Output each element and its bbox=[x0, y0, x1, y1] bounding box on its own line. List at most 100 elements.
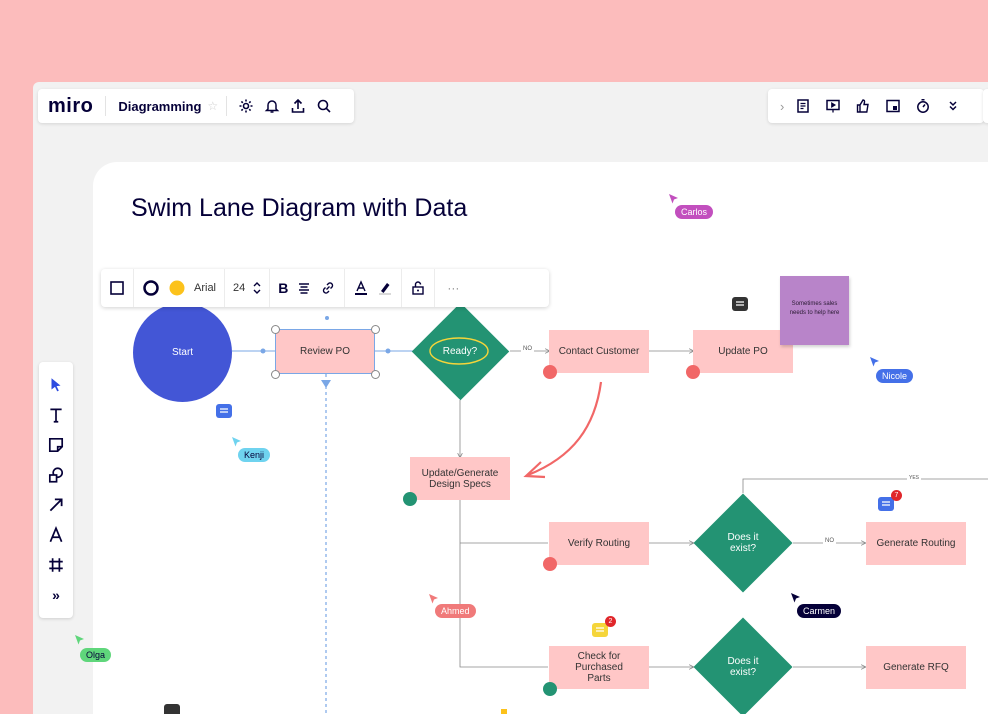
status-dot bbox=[686, 365, 700, 379]
align-icon[interactable] bbox=[296, 280, 312, 296]
style-group: Arial bbox=[134, 269, 226, 307]
partial-yellow-shape bbox=[501, 709, 507, 714]
comment-count-badge: 2 bbox=[605, 616, 616, 627]
miro-logo[interactable]: miro bbox=[38, 96, 107, 116]
edge-exist-yes bbox=[742, 478, 988, 493]
review-po-node[interactable]: Review PO bbox=[275, 329, 375, 374]
vote-icon[interactable] bbox=[850, 93, 876, 119]
square-shape-icon[interactable] bbox=[109, 280, 125, 296]
bold-button[interactable]: B bbox=[278, 280, 289, 296]
selection-handle[interactable] bbox=[271, 370, 280, 379]
star-icon[interactable]: ☆ bbox=[207, 99, 219, 113]
ready-label: Ready? bbox=[442, 345, 478, 357]
context-toolbar: Arial 24 B ··· bbox=[101, 269, 549, 307]
more-group: ··· bbox=[435, 269, 471, 307]
update-specs-node[interactable]: Update/Generate Design Specs bbox=[410, 457, 510, 500]
miro-app-window: miro Diagramming ☆ › bbox=[33, 82, 988, 714]
bell-icon[interactable] bbox=[259, 93, 285, 119]
status-dot bbox=[543, 682, 557, 696]
text-format-group: B bbox=[270, 269, 346, 307]
connectors-layer bbox=[232, 348, 988, 714]
status-dot bbox=[543, 365, 557, 379]
font-size-value[interactable]: 24 bbox=[233, 282, 246, 294]
collapse-chevron-icon[interactable]: › bbox=[780, 98, 785, 114]
generate-rfq-node[interactable]: Generate RFQ bbox=[866, 646, 966, 689]
generate-routing-node[interactable]: Generate Routing bbox=[866, 522, 966, 565]
comment-icon[interactable] bbox=[732, 297, 748, 311]
board-title[interactable]: Swim Lane Diagram with Data bbox=[131, 194, 468, 222]
update-po-node[interactable]: Update PO bbox=[693, 330, 793, 373]
arrow-tool-icon[interactable] bbox=[42, 490, 70, 520]
cursor-arrow-icon bbox=[429, 594, 438, 604]
verify-routing-node[interactable]: Verify Routing bbox=[549, 522, 649, 565]
notes-icon[interactable] bbox=[790, 93, 816, 119]
edge-start-review-dot bbox=[260, 348, 266, 354]
cursor-arrow-icon bbox=[232, 437, 241, 447]
unlock-icon[interactable] bbox=[410, 280, 426, 296]
search-icon[interactable] bbox=[311, 93, 337, 119]
cursor-label-carmen: Carmen bbox=[797, 604, 842, 618]
check-parts-node[interactable]: Check for Purchased Parts bbox=[549, 646, 649, 689]
more-tools-icon[interactable]: » bbox=[52, 587, 60, 603]
comment-icon[interactable] bbox=[878, 497, 894, 511]
toolbar-edge bbox=[983, 89, 988, 123]
present-icon[interactable] bbox=[820, 93, 846, 119]
sticky-note[interactable]: Sometimes sales needs to help here bbox=[780, 276, 849, 345]
shape-group bbox=[101, 269, 134, 307]
comment-icon[interactable] bbox=[592, 623, 608, 637]
border-circle-icon[interactable] bbox=[142, 279, 160, 297]
red-curved-arrow bbox=[527, 381, 603, 477]
selection-handle[interactable] bbox=[371, 325, 380, 334]
cursor-label-ahmed: Ahmed bbox=[435, 604, 476, 618]
link-icon[interactable] bbox=[320, 280, 336, 296]
ready-decision-node[interactable]: Ready? bbox=[411, 302, 509, 400]
comment-icon[interactable] bbox=[164, 704, 180, 714]
edge-label-no: NO bbox=[521, 346, 534, 352]
comment-icon[interactable] bbox=[216, 404, 232, 418]
share-icon[interactable] bbox=[285, 93, 311, 119]
edge-review-down-arrow bbox=[321, 380, 331, 388]
selection-handle[interactable] bbox=[371, 370, 380, 379]
edge-label-yes: YES bbox=[907, 475, 922, 481]
exist-decision-node[interactable]: Does it exist? bbox=[693, 617, 793, 714]
select-tool-icon[interactable] bbox=[42, 370, 70, 400]
font-family-select[interactable]: Arial bbox=[194, 282, 217, 294]
cursor-label-kenji: Kenji bbox=[238, 448, 271, 462]
text-color-icon[interactable] bbox=[353, 280, 369, 296]
collaboration-toolbar: › bbox=[768, 89, 984, 123]
cursor-arrow-icon bbox=[791, 593, 800, 603]
timer-icon[interactable] bbox=[910, 93, 936, 119]
selection-handle[interactable] bbox=[271, 325, 280, 334]
exist-label: Does it exist? bbox=[727, 532, 759, 554]
fill-color-icon[interactable] bbox=[168, 279, 186, 297]
left-toolbar: » bbox=[39, 362, 73, 618]
cursor-label-nicole: Nicole bbox=[876, 369, 914, 383]
toolbar-divider bbox=[226, 96, 228, 116]
start-node[interactable]: Start bbox=[133, 303, 232, 402]
frame-tool-icon[interactable] bbox=[42, 550, 70, 580]
cursor-label-olga: Olga bbox=[80, 648, 112, 662]
stepper-icon[interactable] bbox=[253, 280, 261, 296]
rotate-handle[interactable] bbox=[325, 316, 329, 320]
more-options-button[interactable]: ··· bbox=[447, 281, 460, 295]
edge-specs-branches bbox=[459, 500, 548, 668]
card-icon[interactable] bbox=[880, 93, 906, 119]
board-name[interactable]: Diagramming bbox=[118, 98, 202, 114]
sticky-note-tool-icon[interactable] bbox=[42, 430, 70, 460]
shapes-tool-icon[interactable] bbox=[42, 460, 70, 490]
cursor-arrow-icon bbox=[669, 194, 678, 204]
text-tool-icon[interactable] bbox=[42, 400, 70, 430]
highlight-icon[interactable] bbox=[377, 280, 393, 296]
color-group bbox=[345, 269, 403, 307]
edge-label-no: NO bbox=[823, 538, 836, 544]
highlight-circle bbox=[429, 337, 489, 365]
lock-group bbox=[402, 269, 436, 307]
settings-icon[interactable] bbox=[233, 93, 259, 119]
pen-tool-icon[interactable] bbox=[42, 520, 70, 550]
exist-decision-node[interactable]: Does it exist? bbox=[693, 493, 793, 593]
board-canvas[interactable] bbox=[93, 162, 988, 714]
comment-count-badge: 7 bbox=[891, 490, 902, 501]
cursor-arrow-icon bbox=[870, 357, 879, 367]
contact-customer-node[interactable]: Contact Customer bbox=[549, 330, 649, 373]
more-icon[interactable] bbox=[940, 93, 966, 119]
